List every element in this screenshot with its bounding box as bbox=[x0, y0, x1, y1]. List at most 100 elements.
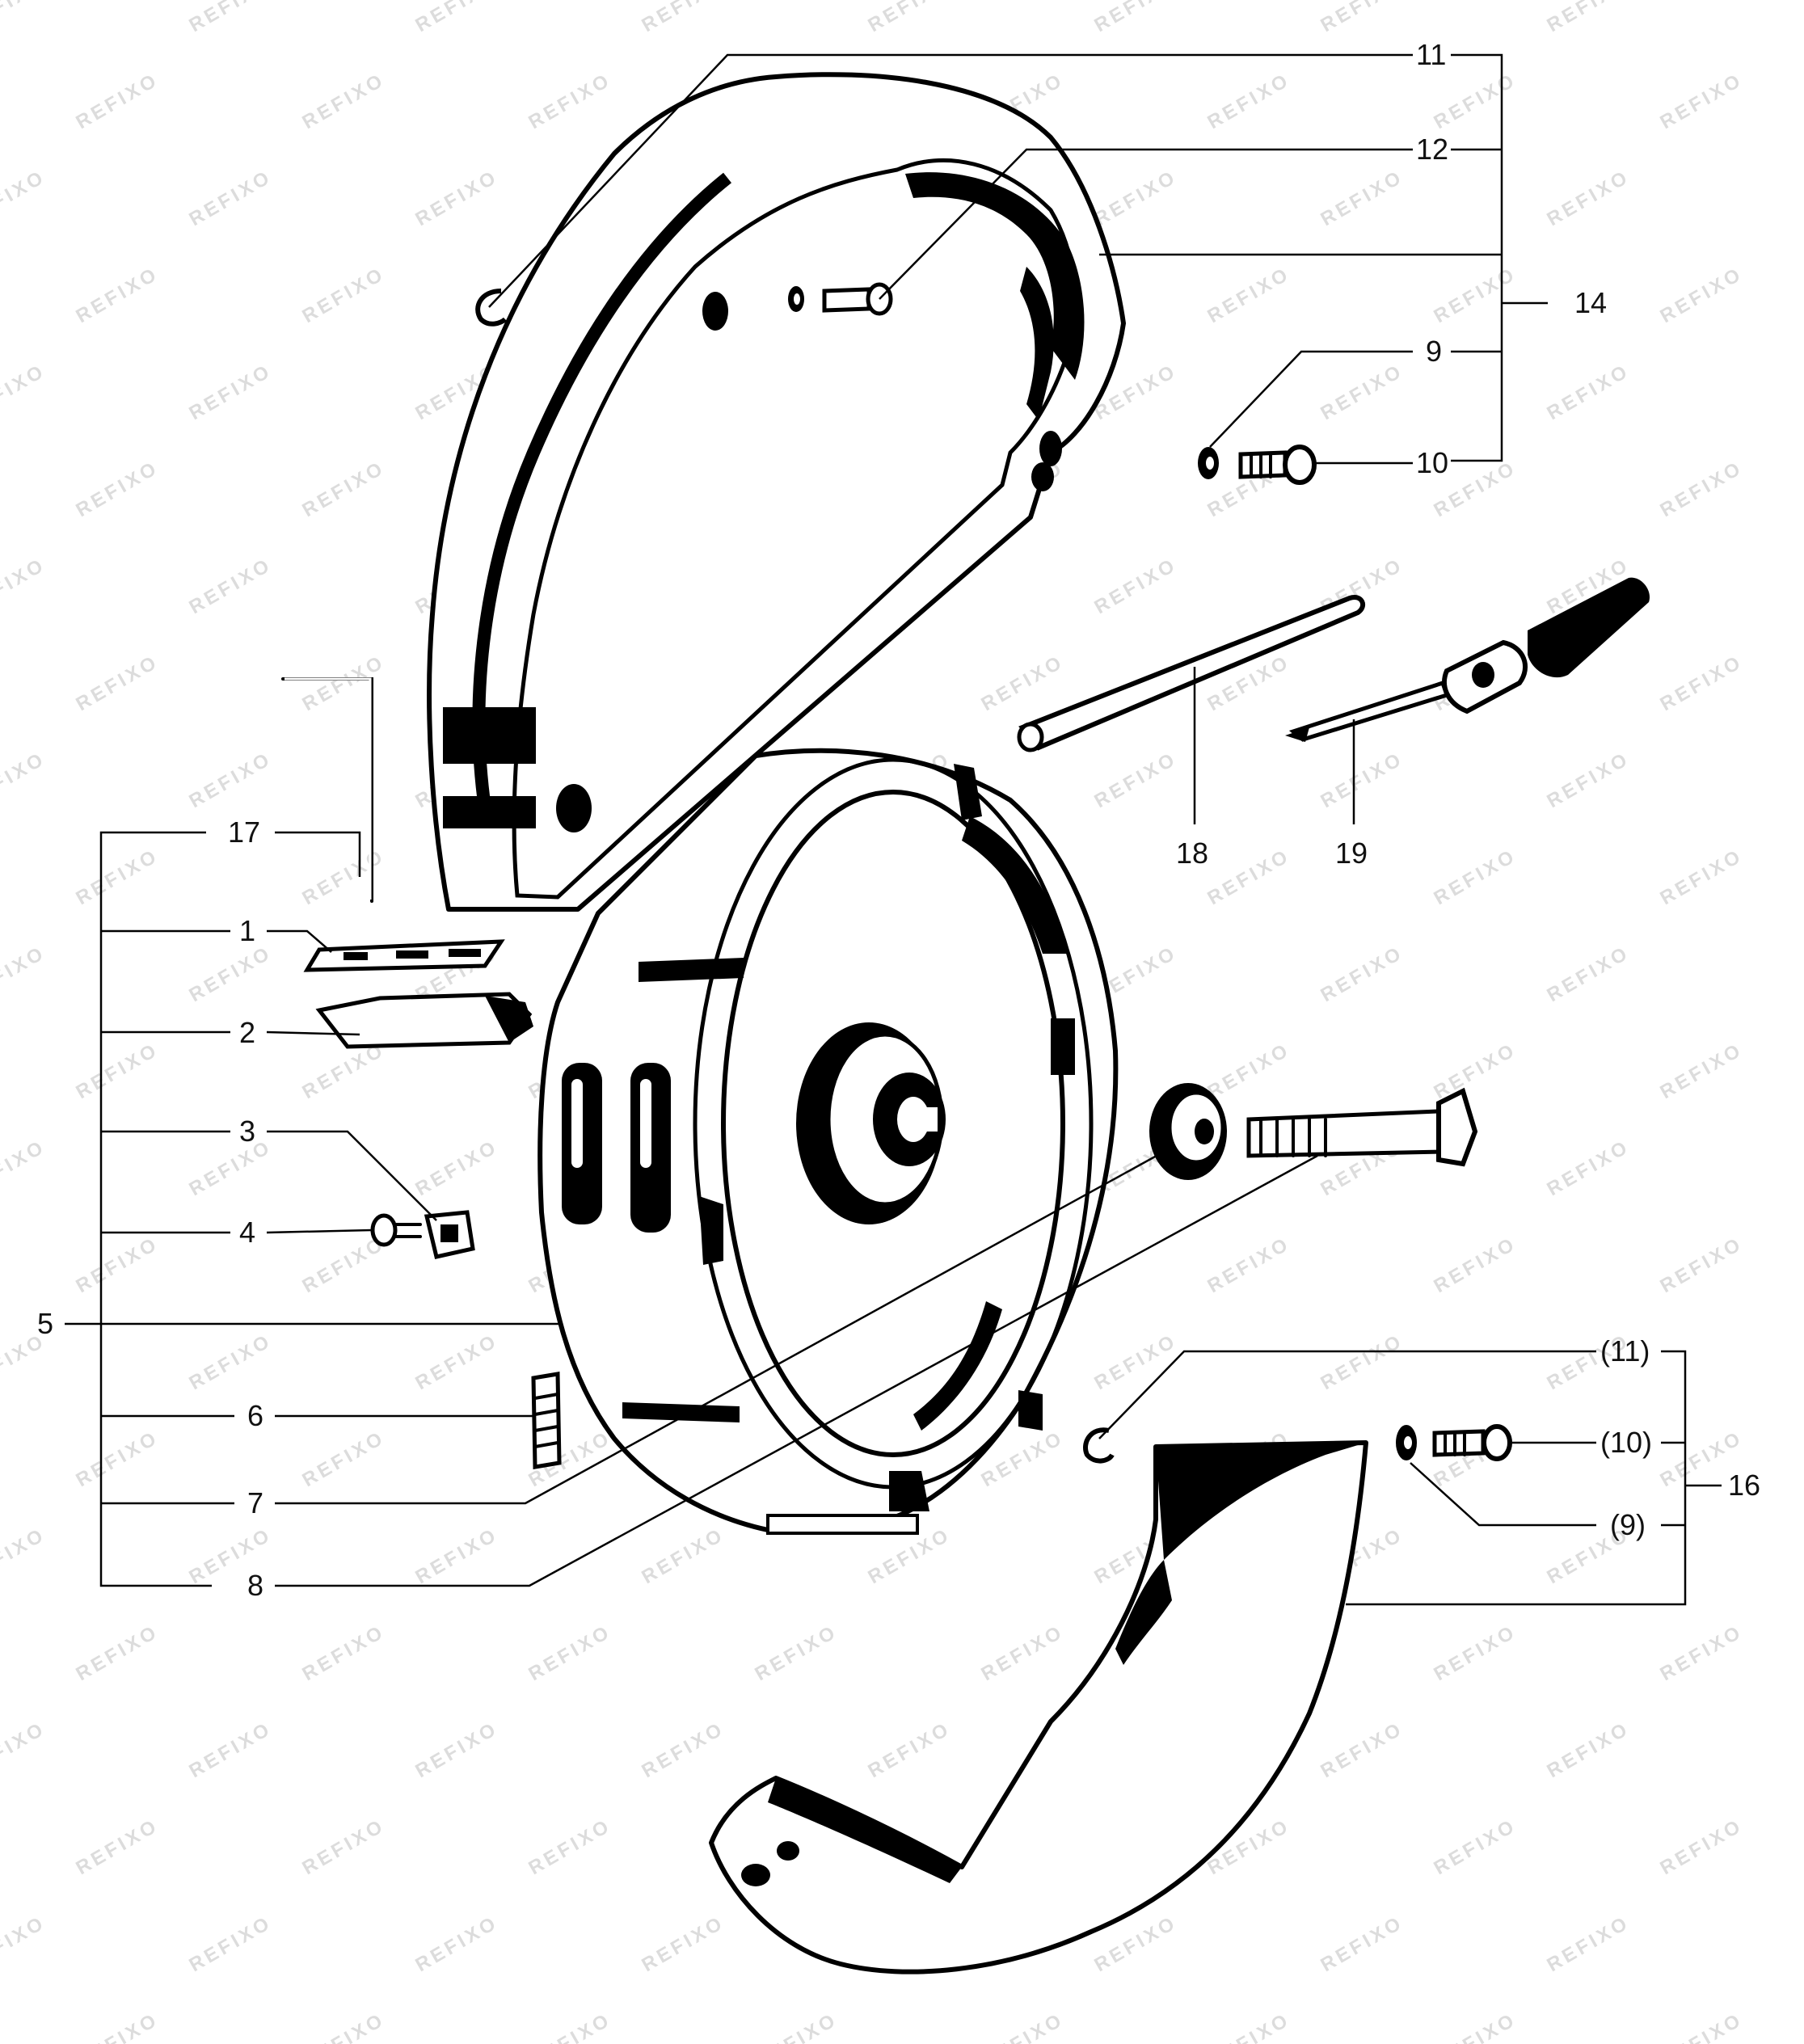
callout-1: 1 bbox=[239, 914, 255, 947]
watermark-text: REFIXO bbox=[639, 0, 729, 36]
watermark-text: REFIXO bbox=[73, 69, 163, 133]
watermark-text: REFIXO bbox=[1657, 1039, 1747, 1103]
lower-cover bbox=[709, 1440, 1368, 1974]
watermark-text: REFIXO bbox=[1091, 748, 1182, 812]
clip-11-lower bbox=[1083, 1427, 1115, 1464]
callout-labels: 11 12 14 9 10 18 19 17 1 2 3 4 5 6 7 8 (… bbox=[37, 38, 1760, 1602]
watermark-text: REFIXO bbox=[299, 263, 390, 327]
watermark-text: REFIXO bbox=[73, 1620, 163, 1685]
watermark-text: REFIXO bbox=[1431, 263, 1521, 327]
watermark-text: REFIXO bbox=[1657, 1814, 1747, 1879]
watermark-text: REFIXO bbox=[1657, 457, 1747, 521]
watermark-text: REFIXO bbox=[73, 2008, 163, 2044]
hub bbox=[796, 1022, 946, 1224]
washer-9-lower bbox=[1396, 1425, 1417, 1460]
watermark-text: REFIXO bbox=[1204, 69, 1295, 133]
watermark-text: REFIXO bbox=[1317, 166, 1408, 230]
screw-10-top bbox=[1238, 445, 1317, 485]
watermark-text: REFIXO bbox=[1431, 1814, 1521, 1879]
watermark-text: REFIXO bbox=[186, 1911, 276, 1976]
watermark-text: REFIXO bbox=[1204, 2008, 1295, 2044]
callout-19: 19 bbox=[1335, 837, 1368, 870]
watermark-text: REFIXO bbox=[1544, 1136, 1634, 1200]
watermark-text: REFIXO bbox=[525, 1814, 616, 1879]
callout-7: 7 bbox=[247, 1486, 263, 1519]
watermark-text: REFIXO bbox=[1657, 2008, 1747, 2044]
watermark-text: REFIXO bbox=[1431, 845, 1521, 909]
watermark-text: REFIXO bbox=[1431, 2008, 1521, 2044]
watermark-text: REFIXO bbox=[1431, 1039, 1521, 1103]
watermark-text: REFIXO bbox=[186, 554, 276, 618]
watermark-text: REFIXO bbox=[186, 942, 276, 1006]
watermark-text: REFIXO bbox=[299, 457, 390, 521]
callout-10-ref: (10) bbox=[1600, 1426, 1652, 1459]
watermark-text: REFIXO bbox=[865, 1717, 955, 1782]
leader-lines bbox=[65, 53, 1722, 1606]
watermark-text: REFIXO bbox=[0, 0, 49, 36]
watermark-text: REFIXO bbox=[865, 0, 955, 36]
watermark-text: REFIXO bbox=[0, 1717, 49, 1782]
bolt-8 bbox=[1246, 1087, 1478, 1167]
watermark-text: REFIXO bbox=[299, 1814, 390, 1879]
screw-10-lower bbox=[1432, 1424, 1512, 1461]
watermark-text: REFIXO bbox=[1657, 1620, 1747, 1685]
watermark-text: REFIXO bbox=[1544, 166, 1634, 230]
watermark-text: REFIXO bbox=[1317, 942, 1408, 1006]
watermark-text: REFIXO bbox=[0, 166, 49, 230]
watermark-text: REFIXO bbox=[1091, 0, 1182, 36]
clip-11-top bbox=[475, 289, 508, 327]
watermark-text: REFIXO bbox=[1657, 1233, 1747, 1297]
watermark-text: REFIXO bbox=[639, 1524, 729, 1588]
watermark-text: REFIXO bbox=[752, 1620, 842, 1685]
watermark-text: REFIXO bbox=[1317, 1911, 1408, 1976]
washer-9-top bbox=[1198, 447, 1219, 479]
stud-6 bbox=[531, 1372, 562, 1469]
callout-16: 16 bbox=[1728, 1469, 1760, 1502]
callout-10: 10 bbox=[1416, 446, 1448, 479]
watermark-text: REFIXO bbox=[412, 1911, 503, 1976]
watermark-text: REFIXO bbox=[299, 1039, 390, 1103]
watermark-text: REFIXO bbox=[186, 360, 276, 424]
watermark-text: REFIXO bbox=[1204, 1039, 1295, 1103]
watermark-text: REFIXO bbox=[1317, 1330, 1408, 1394]
watermark-text: REFIXO bbox=[299, 1427, 390, 1491]
watermark-text: REFIXO bbox=[1317, 748, 1408, 812]
watermark-text: REFIXO bbox=[299, 651, 390, 715]
watermark-text: REFIXO bbox=[73, 1039, 163, 1103]
watermark-text: REFIXO bbox=[1544, 942, 1634, 1006]
main-housing bbox=[537, 748, 1119, 1535]
watermark-text: REFIXO bbox=[73, 1233, 163, 1297]
watermark-text: REFIXO bbox=[1544, 1911, 1634, 1976]
watermark-text: REFIXO bbox=[1544, 748, 1634, 812]
watermark-text: REFIXO bbox=[1317, 0, 1408, 36]
watermark-text: REFIXO bbox=[412, 1330, 503, 1394]
watermark-text: REFIXO bbox=[1657, 69, 1747, 133]
watermark-text: REFIXO bbox=[73, 457, 163, 521]
screw-4 bbox=[370, 1213, 422, 1247]
watermark-text: REFIXO bbox=[525, 69, 616, 133]
watermark-text: REFIXO bbox=[73, 1427, 163, 1491]
watermark-text: REFIXO bbox=[1657, 845, 1747, 909]
watermark-text: REFIXO bbox=[0, 942, 49, 1006]
watermark-text: REFIXO bbox=[978, 651, 1068, 715]
watermark-text: REFIXO bbox=[1657, 651, 1747, 715]
watermark-text: REFIXO bbox=[1091, 1330, 1182, 1394]
watermark-text: REFIXO bbox=[1204, 1233, 1295, 1297]
watermark-text: REFIXO bbox=[1544, 360, 1634, 424]
watermark-text: REFIXO bbox=[1544, 1717, 1634, 1782]
watermark-text: REFIXO bbox=[0, 1136, 49, 1200]
watermark-text: REFIXO bbox=[186, 1136, 276, 1200]
callout-6: 6 bbox=[247, 1399, 263, 1432]
screwdriver-19 bbox=[1285, 577, 1650, 742]
callout-14: 14 bbox=[1574, 286, 1607, 319]
watermark-text: REFIXO bbox=[978, 2008, 1068, 2044]
watermark-text: REFIXO bbox=[752, 2008, 842, 2044]
watermark-text: REFIXO bbox=[412, 0, 503, 36]
watermark-text: REFIXO bbox=[525, 1620, 616, 1685]
watermark-text: REFIXO bbox=[412, 1136, 503, 1200]
watermark-text: REFIXO bbox=[186, 1717, 276, 1782]
callout-12: 12 bbox=[1416, 133, 1448, 166]
upper-cover bbox=[427, 72, 1126, 912]
watermark-text: REFIXO bbox=[978, 1620, 1068, 1685]
